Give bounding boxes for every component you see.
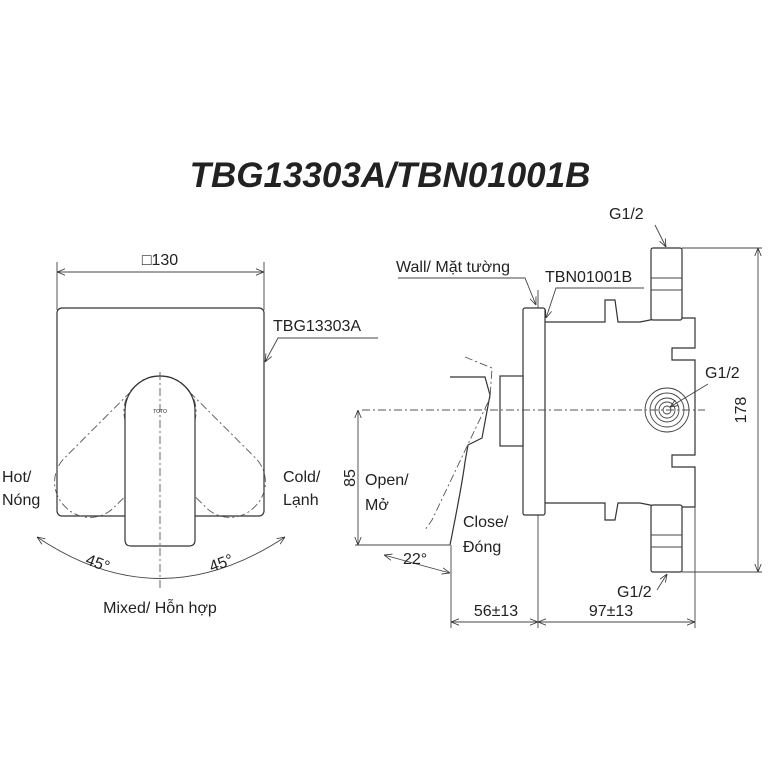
- front-view: □130 TBG13303A TOTO 45° 45° Hot/ Nóng Co…: [2, 252, 378, 617]
- top-port-label: G1/2: [609, 206, 644, 223]
- close-label-line2: Đóng: [463, 539, 501, 556]
- width-dimension-label: □130: [142, 252, 178, 269]
- handle-base: [499, 375, 524, 447]
- top-port: [650, 247, 683, 321]
- rotation-arc: [37, 537, 285, 579]
- bottom-port: [650, 504, 683, 573]
- open-label-line1: Open/: [365, 472, 409, 489]
- lever-open-position: [424, 356, 493, 531]
- escutcheon: [522, 307, 546, 516]
- close-label-line1: Close/: [463, 514, 509, 531]
- side-view: Wall/ Mặt tường TBN01001B 85 Open/ Mở Cl…: [342, 206, 762, 628]
- lever-height-dimension: 85: [342, 469, 359, 487]
- cold-label-line1: Cold/: [283, 469, 321, 486]
- cold-label-line2: Lạnh: [283, 492, 319, 509]
- height-dimension: 178: [733, 397, 750, 424]
- hot-label-line1: Hot/: [2, 469, 32, 486]
- wall-label: Wall/ Mặt tường: [396, 259, 510, 276]
- side-port-label: G1/2: [705, 365, 740, 382]
- open-label-line2: Mở: [365, 497, 389, 514]
- body-model-label: TBN01001B: [545, 269, 632, 286]
- bottom-port-label: G1/2: [617, 584, 652, 601]
- lever-angle-label: 22°: [403, 551, 427, 568]
- rear-depth-dimension: 97±13: [589, 603, 633, 620]
- drawing-title: TBG13303A/TBN01001B: [190, 156, 591, 195]
- mixed-label: Mixed/ Hỗn hợp: [103, 598, 217, 617]
- cold-angle-label: 45°: [207, 552, 236, 576]
- valve-body: [545, 299, 696, 521]
- lever-handle: [124, 375, 196, 547]
- front-depth-dimension: 56±13: [474, 603, 518, 620]
- hot-label-line2: Nóng: [2, 492, 40, 509]
- front-model-label: TBG13303A: [273, 318, 361, 335]
- hot-angle-label: 45°: [83, 552, 112, 576]
